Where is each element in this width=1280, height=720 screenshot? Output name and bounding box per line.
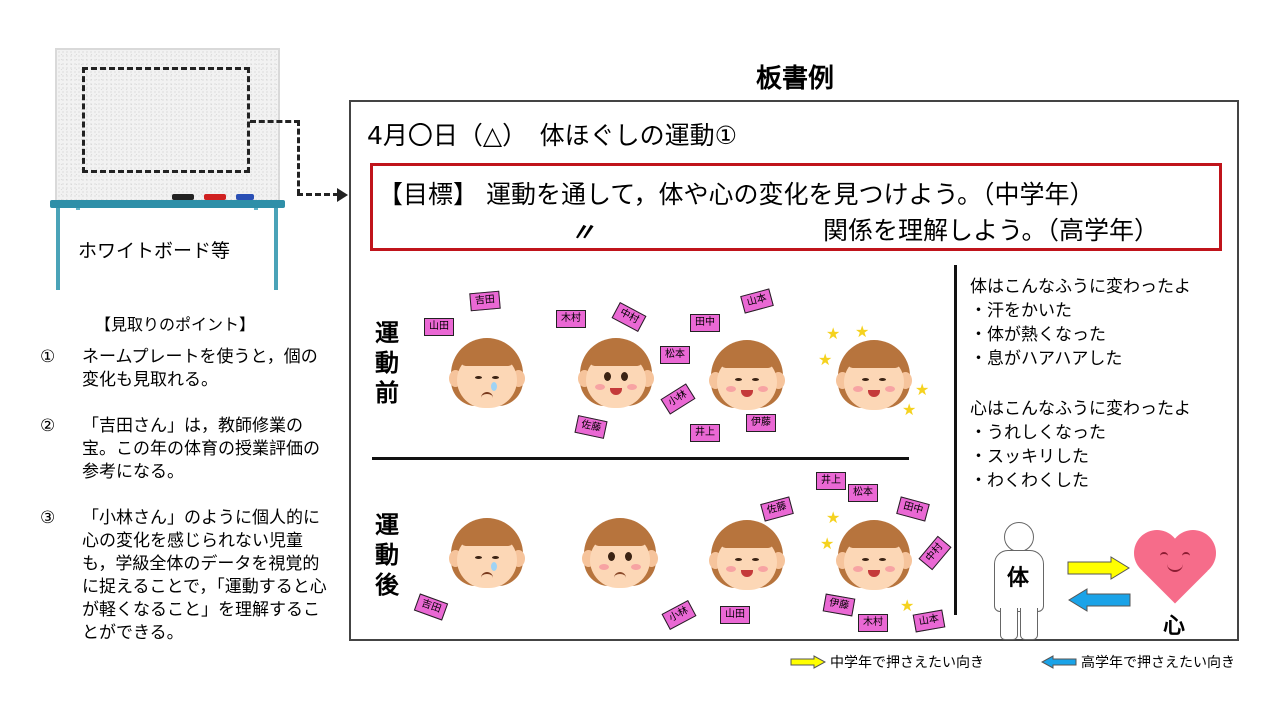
board-date-title: 4月〇日（△） 体ほぐしの運動① [367, 121, 738, 150]
arrow-right-icon [337, 188, 348, 202]
point-number: ① [40, 347, 56, 367]
heart-change-item: ・スッキリした [970, 447, 1089, 467]
name-plate: 山田 [424, 318, 454, 336]
whiteboard-tray [50, 200, 285, 208]
goal-box [370, 163, 1222, 251]
heart-icon [1134, 530, 1216, 606]
face-neutral-icon [576, 338, 656, 410]
legend-middle-label: 中学年で押さえたい向き [830, 655, 984, 671]
body-figure-icon [990, 522, 1048, 640]
points-title: 【見取りのポイント】 [95, 315, 256, 334]
body-changes-title: 体はこんなふうに変わったよ [970, 277, 1191, 297]
connector-line [297, 120, 300, 195]
marker-icon [204, 194, 226, 200]
point-number: ② [40, 416, 56, 436]
body-change-item: ・汗をかいた [970, 301, 1072, 321]
whiteboard-highlight-region [82, 67, 250, 173]
point-number: ③ [40, 508, 56, 528]
arrow-left-blue-icon [1041, 655, 1077, 669]
legend-middle: 中学年で押さえたい向き [790, 652, 984, 672]
goal-line-upper: 関係を理解しよう。（高学年） [823, 216, 1160, 245]
whiteboard-leg [274, 130, 278, 290]
legend-upper: 高学年で押さえたい向き [1041, 652, 1235, 672]
body-change-item: ・体が熱くなった [970, 325, 1106, 345]
point-text: ネームプレートを使うと，個の変化も見取れる。 [82, 347, 318, 390]
face-happy-icon [834, 340, 914, 412]
face-happy-icon [707, 340, 787, 412]
connector-line [297, 193, 339, 196]
sparkle-star-icon: ★ [818, 350, 833, 369]
connector-line [250, 120, 300, 123]
body-change-item: ・息がハアハアした [970, 349, 1123, 369]
point-item: ① ネームプレートを使うと，個の変化も見取れる。 [40, 346, 330, 392]
sparkle-star-icon: ★ [826, 324, 841, 343]
heart-change-item: ・わくわくした [970, 471, 1089, 491]
name-plate: 木村 [858, 614, 888, 632]
marker-icon [236, 194, 254, 200]
name-plate: 伊藤 [746, 414, 776, 432]
label-after: 運動後 [375, 511, 399, 599]
face-happy-icon [834, 520, 914, 592]
divider-horizontal [372, 457, 909, 460]
heart-changes-title: 心はこんなふうに変わったよ [970, 399, 1191, 419]
goal-ditto-mark: 〃 [570, 218, 596, 247]
whiteboard-label: ホワイトボード等 [78, 240, 231, 262]
heart-label: 心 [1163, 614, 1186, 639]
arrow-right-yellow-icon [1067, 556, 1130, 580]
point-text: 「吉田さん」は，教師修業の宝。この年の体育の授業評価の参考になる。 [82, 416, 320, 482]
divider-vertical [954, 265, 957, 615]
whiteboard-leg [56, 130, 60, 290]
name-plate: 井上 [690, 424, 720, 442]
arrow-left-blue-icon [1068, 588, 1131, 612]
point-text: 「小林さん」のように個人的に心の変化を感じられない児童も，学級全体のデータを視覚… [82, 508, 327, 643]
point-item: ③ 「小林さん」のように個人的に心の変化を感じられない児童も，学級全体のデータを… [40, 507, 330, 645]
heart-change-item: ・うれしくなった [970, 423, 1106, 443]
goal-line-middle: 【目標】 運動を通して，体や心の変化を見つけよう。（中学年） [378, 180, 1095, 209]
name-plate: 松本 [848, 484, 878, 502]
name-plate: 田中 [690, 314, 720, 332]
face-happy-icon [707, 520, 787, 592]
name-plate: 松本 [660, 346, 690, 364]
heart-changes: 心はこんなふうに変わったよ ・うれしくなった ・スッキリした ・わくわくした [970, 397, 1191, 493]
name-plate: 井上 [816, 472, 846, 490]
name-plate: 吉田 [469, 290, 501, 312]
face-sad-icon [447, 338, 527, 410]
sparkle-star-icon: ★ [855, 322, 870, 341]
marker-icon [172, 194, 194, 200]
sparkle-star-icon: ★ [900, 596, 915, 615]
face-sad-icon [447, 518, 527, 590]
name-plate: 木村 [556, 310, 586, 328]
whiteboard-illustration [55, 48, 280, 203]
face-neutral-icon [580, 518, 660, 590]
body-label: 体 [1007, 566, 1030, 591]
legend-upper-label: 高学年で押さえたい向き [1081, 655, 1235, 671]
board-caption: 板書例 [756, 64, 835, 94]
sparkle-star-icon: ★ [820, 534, 835, 553]
point-item: ② 「吉田さん」は，教師修業の宝。この年の体育の授業評価の参考になる。 [40, 415, 330, 484]
label-before: 運動前 [375, 319, 399, 407]
sparkle-star-icon: ★ [915, 380, 930, 399]
name-plate: 山田 [720, 606, 750, 624]
body-changes: 体はこんなふうに変わったよ ・汗をかいた ・体が熱くなった ・息がハアハアした [970, 275, 1191, 371]
arrow-right-yellow-icon [790, 655, 826, 669]
sparkle-star-icon: ★ [902, 400, 917, 419]
sparkle-star-icon: ★ [826, 508, 841, 527]
